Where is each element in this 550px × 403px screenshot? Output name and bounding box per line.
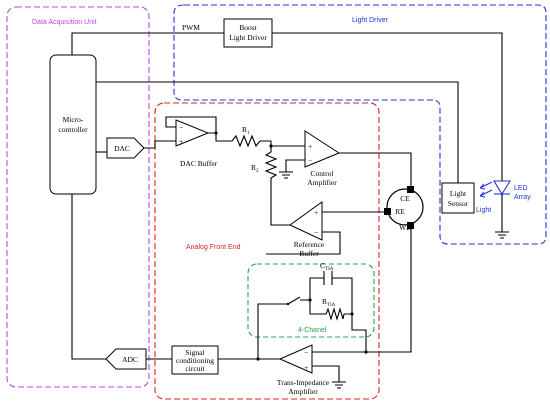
reference-buffer-label-1: Reference [294,240,325,249]
boost-label-1: Boost [239,23,257,32]
four-channel-boundary [247,263,375,338]
dac-buffer-minus-sign: − [179,123,183,132]
ctia-capacitor: CTIA [320,261,334,285]
dac-block: DAC [106,137,145,159]
resistor-r2: R2 [251,151,278,179]
light-emission-arrows [479,181,493,198]
ground-symbol-tia [332,381,346,389]
dac-buffer-opamp: − + DAC Buffer [175,119,218,168]
data-acquisition-unit-label: Data Acquisition Unit [32,19,97,26]
control-amp-plus-sign: + [308,142,312,151]
ctia-subscript: TIA [325,267,334,272]
led-label-2: Array [514,194,531,201]
light-sensor-label-1: Light [450,189,467,198]
dac-label: DAC [114,144,130,153]
reference-buffer-opamp: + − Reference Buffer [289,201,325,258]
signal-cond-label-3: circuit [185,364,205,373]
light-driver-boundary [173,4,547,245]
re-electrode-label: RE [395,207,405,216]
analog-front-end-boundary [154,102,380,400]
rtia-resistor: RTIA [322,297,345,321]
analog-front-end-label: Analog Front End [186,244,241,251]
reference-buffer-label-2: Buffer [299,249,319,258]
microcontroller-label-1: Micro- [63,115,84,124]
dac-buffer-plus-sign: + [179,137,183,146]
r2-letter: R [251,163,256,172]
circuit-wiring [71,32,503,382]
rtia-label: RTIA [322,297,336,308]
r2-subscript: 2 [256,169,259,174]
light-label: Light [476,207,491,214]
ground-symbol-control [279,171,293,179]
tia-opamp: − + Trans-Impedance Amplifier [277,344,330,396]
tia-minus-sign: − [304,348,308,357]
signal-conditioning-block: Signal conditioning circuit [171,345,219,375]
signal-cond-label-1: Signal [185,348,204,357]
rtia-letter: R [322,297,327,306]
r1-label: R1 [242,125,250,136]
data-acquisition-unit-boundary [6,6,150,388]
rtia-subscript: TIA [327,303,336,308]
microcontroller-label-2: controller [58,125,88,134]
led-label-1: LED [514,185,528,192]
light-driver-label: Light Driver [352,17,388,24]
light-sensor-label-2: Sensor [448,199,469,208]
control-amplifier-opamp: + − Control Amplifier [304,130,341,187]
reference-buffer-minus-sign: − [314,228,318,237]
tia-plus-sign: + [304,363,308,372]
reference-buffer-plus-sign: + [314,208,318,217]
r1-subscript: 1 [247,131,250,136]
resistor-r1: R1 [231,125,261,148]
control-amp-minus-sign: − [308,156,312,165]
r1-letter: R [242,125,247,134]
control-amp-label-2: Amplifier [307,178,337,187]
we-electrode-label: WE [399,223,411,232]
boost-light-driver-block: Boost Light Driver [223,18,273,48]
dac-buffer-label: DAC Buffer [180,159,218,168]
ctia-label: CTIA [320,261,334,272]
boost-label-2: Light Driver [229,33,267,42]
tia-label-2: Amplifier [288,387,318,396]
r2-label: R2 [251,163,259,174]
signal-cond-label-2: conditioning [176,356,214,365]
adc-label: ADC [122,355,138,364]
control-amp-label-1: Control [311,169,334,178]
microcontroller-block: Micro- controller [49,54,97,195]
pwm-label: PWM [182,23,200,32]
light-sensor-block: Light Sensor [441,182,475,214]
channel-switch [286,296,301,306]
ctia-letter: C [320,261,325,270]
four-channel-label: 4-Chanel [298,327,327,334]
electrochemical-cell: CE RE WE [384,186,424,232]
tia-label-1: Trans-Impedance [277,378,330,387]
junction-dots [214,131,368,361]
adc-block: ADC [105,348,147,370]
ce-electrode-label: CE [400,194,410,203]
led-array: LED Array [493,172,531,239]
